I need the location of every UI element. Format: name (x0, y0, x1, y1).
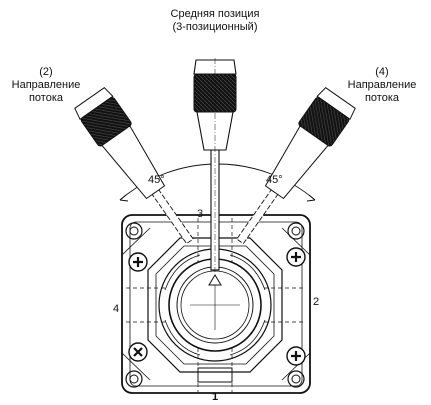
right-label-line3: потока (364, 92, 400, 104)
port-label-right: 2 (313, 296, 320, 308)
center-position-label: Средняя позиция (3-позиционный) (140, 8, 290, 34)
right-angle-label: 45° (266, 174, 283, 186)
corner-bolts (125, 222, 305, 388)
left-lever (74, 87, 194, 245)
screw-heads (128, 247, 306, 366)
port-label-left: 4 (113, 303, 120, 315)
right-label-line2: Направление (347, 79, 417, 91)
left-label-line3: потока (28, 92, 64, 104)
center-label-line2: (3-позиционный) (172, 21, 258, 33)
left-label-line2: Направление (11, 79, 81, 91)
center-lever (193, 58, 237, 272)
left-label-line1: (2) (39, 66, 53, 78)
right-label-line1: (4) (375, 66, 389, 78)
port-label-bottom: 1 (212, 391, 219, 403)
left-flow-label: (2) Направление потока (0, 66, 92, 105)
right-lever (236, 87, 356, 245)
center-label-line1: Средняя позиция (170, 8, 260, 20)
left-angle-label: 45° (148, 174, 165, 186)
right-flow-label: (4) Направление потока (336, 66, 428, 105)
direction-triangle-icon (208, 274, 222, 286)
port-label-top: 3 (197, 208, 204, 220)
